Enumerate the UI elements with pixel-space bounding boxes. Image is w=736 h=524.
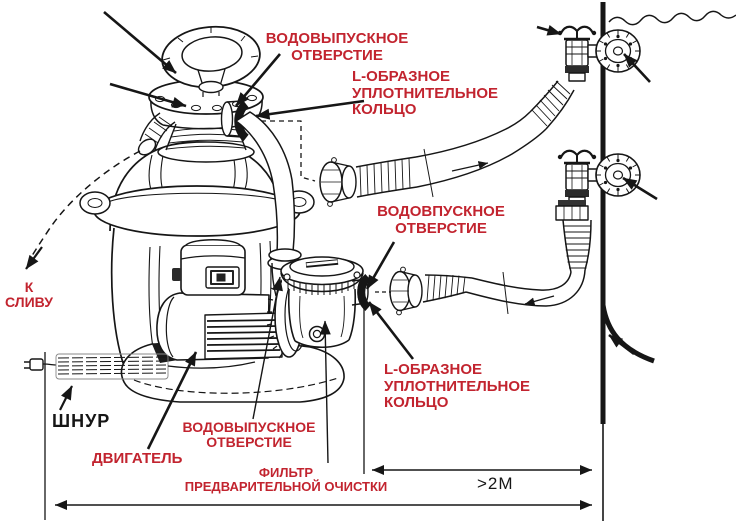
label-l-ring-bottom: L-ОБРАЗНОЕ УПЛОТНИТЕЛЬНОЕ КОЛЬЦО — [384, 361, 531, 412]
l-seal-bottom — [357, 274, 371, 311]
label-line: К — [24, 279, 34, 295]
label-line: ОТВЕРСТИЕ — [291, 46, 383, 64]
label-line: УПЛОТНИТЕЛЬНОЕ — [384, 377, 531, 395]
pool-wall — [600, 2, 736, 521]
prefilter-cup — [280, 256, 371, 349]
label-line: ВОДОВЫПУСКНОЕ — [182, 419, 316, 435]
drain-hose — [28, 112, 176, 262]
label-line: СЛИВУ — [5, 294, 53, 311]
arrow-pump-outlet — [252, 276, 283, 420]
drain-plug — [308, 325, 326, 343]
arrow-outlet-top — [235, 53, 281, 107]
arrow-to-drain — [25, 246, 43, 270]
label-l-ring-top: L-ОБРАЗНОЕ УПЛОТНИТЕЛЬНОЕ КОЛЬЦО — [352, 68, 499, 119]
arrow-lower-nozzle — [622, 176, 658, 201]
label-line: КОЛЬЦО — [384, 394, 449, 411]
label-line: КОЛЬЦО — [352, 101, 417, 118]
pump-motor — [156, 239, 308, 361]
flow-arrow-in — [524, 295, 555, 306]
label-line: L-ОБРАЗНОЕ — [384, 361, 483, 378]
label-line: >2M — [477, 474, 514, 493]
label-water-outlet-pump: ВОДОВЫПУСКНОЕ ОТВЕРСТИЕ — [178, 419, 320, 451]
label-line: ОТВЕРСТИЕ — [206, 434, 292, 451]
power-cord — [24, 353, 256, 380]
arrow-upper-nozzle — [623, 53, 651, 83]
label-line: УПЛОТНИТЕЛЬНОЕ — [352, 84, 499, 102]
label-prefilter: ФИЛЬТР ПРЕДВАРИТЕЛЬНОЙ ОЧИСТКИ — [184, 465, 388, 495]
label-to-drain: К СЛИВУ — [0, 279, 58, 311]
annotation-arrows — [25, 11, 658, 464]
arrow-prefilter — [319, 320, 331, 464]
motor-fins — [204, 312, 283, 360]
power-switch — [216, 273, 226, 282]
arrow-motor — [146, 351, 198, 450]
arrow-lseal-bottom — [367, 301, 415, 360]
assembly-dashes — [252, 120, 316, 182]
label-motor: ДВИГАТЕЛЬ — [92, 450, 183, 468]
hose-cut-mark — [423, 148, 434, 198]
return-hose — [252, 80, 575, 207]
suction-hose — [375, 219, 592, 316]
label-line: ШНУР — [52, 411, 111, 431]
label-line: ВОДОВЫПУСКНОЕ — [265, 30, 409, 47]
label-line: ВОДОВПУСКНОЕ — [377, 203, 505, 220]
flow-arrow-out — [451, 161, 489, 172]
dimension-lines — [44, 296, 592, 520]
label-line: ПРЕДВАРИТЕЛЬНОЙ ОЧИСТКИ — [184, 479, 388, 495]
tank-body — [110, 227, 125, 367]
hose-cut-mark — [502, 271, 509, 315]
arrow-pool-floor — [608, 333, 635, 356]
label-water-inlet: ВОДОВПУСКНОЕ ОТВЕРСТИЕ — [370, 203, 512, 237]
label-line: ДВИГАТЕЛЬ — [92, 450, 183, 467]
label-water-outlet-top: ВОДОВЫПУСКНОЕ ОТВЕРСТИЕ — [252, 30, 422, 64]
arrow-lseal-top — [255, 99, 365, 120]
arrow-inlet — [365, 241, 396, 290]
label-line: ФИЛЬТР — [258, 465, 314, 480]
arrow-cord — [59, 385, 73, 411]
label-line: ОТВЕРСТИЕ — [395, 219, 487, 237]
upper-wall-fitting — [556, 25, 642, 83]
label-line: L-ОБРАЗНОЕ — [352, 68, 451, 85]
plug — [29, 358, 44, 371]
lower-wall-fitting — [555, 149, 642, 221]
arrow-upper-valve — [536, 24, 562, 36]
water-surface — [608, 10, 736, 26]
arrow-valve-neck — [109, 82, 187, 108]
pool-floor-curve — [600, 304, 655, 364]
label-cord: ШНУР — [52, 411, 111, 432]
arrow-valve-handle — [103, 11, 177, 74]
label-distance: >2M — [477, 474, 514, 494]
